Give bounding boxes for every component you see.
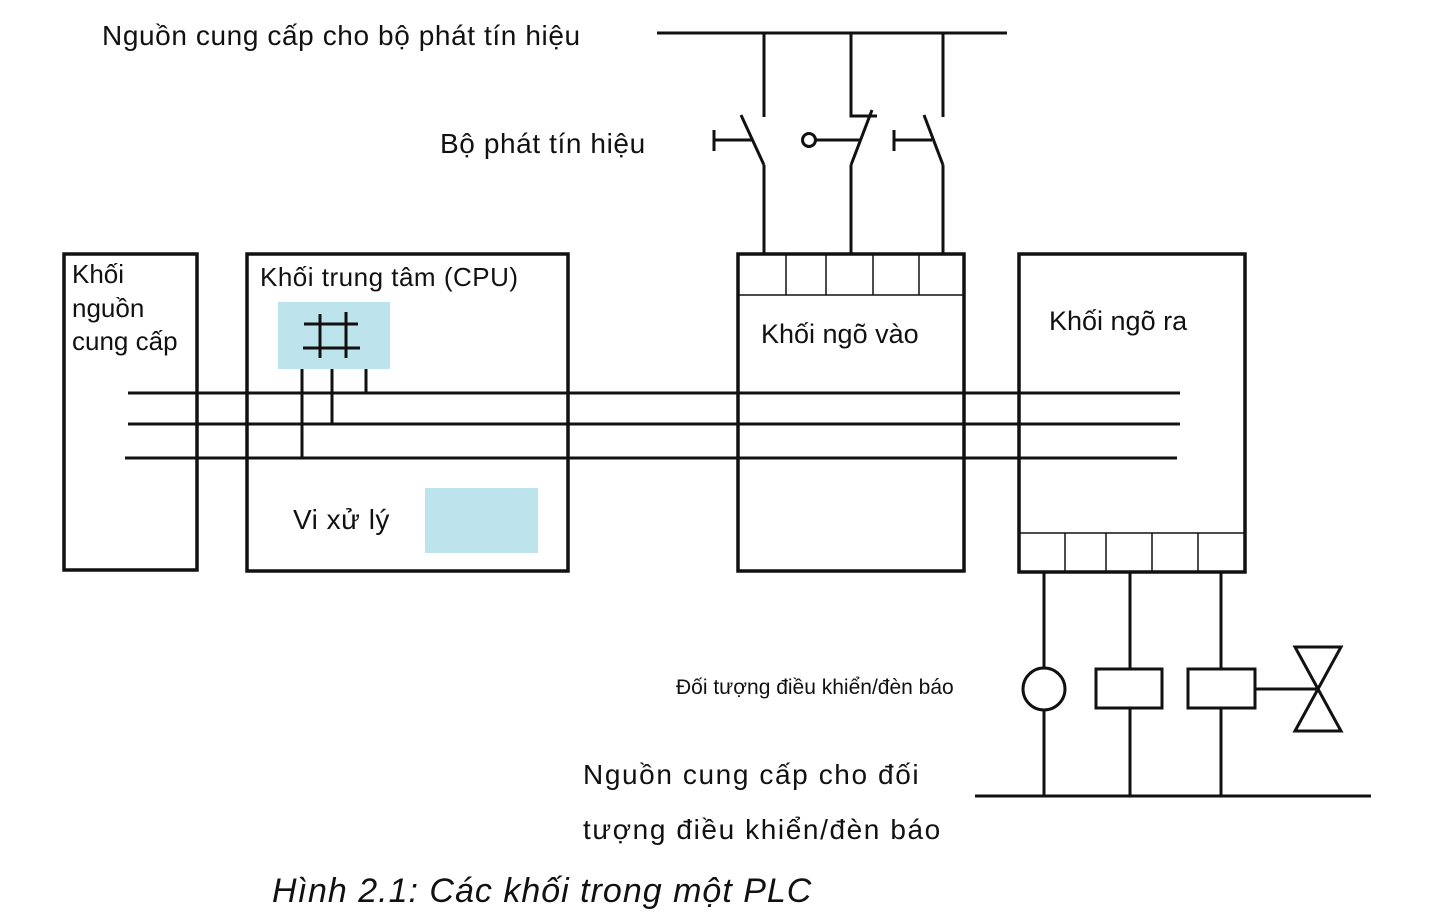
signal-supply-label: Nguồn cung cấp cho bộ phát tín hiệu (102, 20, 581, 51)
lamp-icon (1021, 572, 1067, 796)
solenoid-valve-icon (1186, 572, 1344, 796)
input-block (736, 252, 966, 573)
object-supply-label-line1: Nguồn cung cấp cho đối (583, 759, 920, 790)
grid-hash-icon (303, 312, 360, 358)
controlled-object-label: Đối tượng điều khiển/đèn báo (676, 676, 954, 699)
pushbutton-no-switch-icon (712, 33, 766, 253)
nc-switch-icon (801, 33, 877, 253)
power-block-label-line2: nguồn (72, 293, 144, 323)
input-block-label: Khối ngõ vào (761, 319, 919, 349)
pushbutton-no-switch-icon (892, 33, 945, 253)
output-terminal-strip (1019, 532, 1245, 572)
system-bus (125, 391, 1180, 460)
power-block-label-line1: Khối (72, 259, 124, 289)
figure-caption: Hình 2.1: Các khối trong một PLC (272, 872, 812, 910)
output-block (1017, 252, 1247, 574)
input-terminal-strip (738, 254, 964, 296)
processor-label: Vi xử lý (293, 504, 390, 535)
cpu-block-label: Khối trung tâm (CPU) (260, 262, 519, 292)
power-block-label-line3: cung cấp (72, 326, 178, 356)
memory-highlight (278, 302, 390, 369)
relay-coil-icon (1094, 572, 1164, 796)
cpu-block (245, 252, 570, 573)
power-supply-block (62, 252, 199, 572)
signal-generator-label: Bộ phát tín hiệu (440, 128, 646, 159)
cpu-bus-connectors (300, 369, 368, 458)
processor-highlight (425, 488, 538, 553)
output-block-label: Khối ngõ ra (1049, 306, 1188, 336)
object-supply-label-line2: tượng điều khiển/đèn báo (583, 814, 942, 845)
